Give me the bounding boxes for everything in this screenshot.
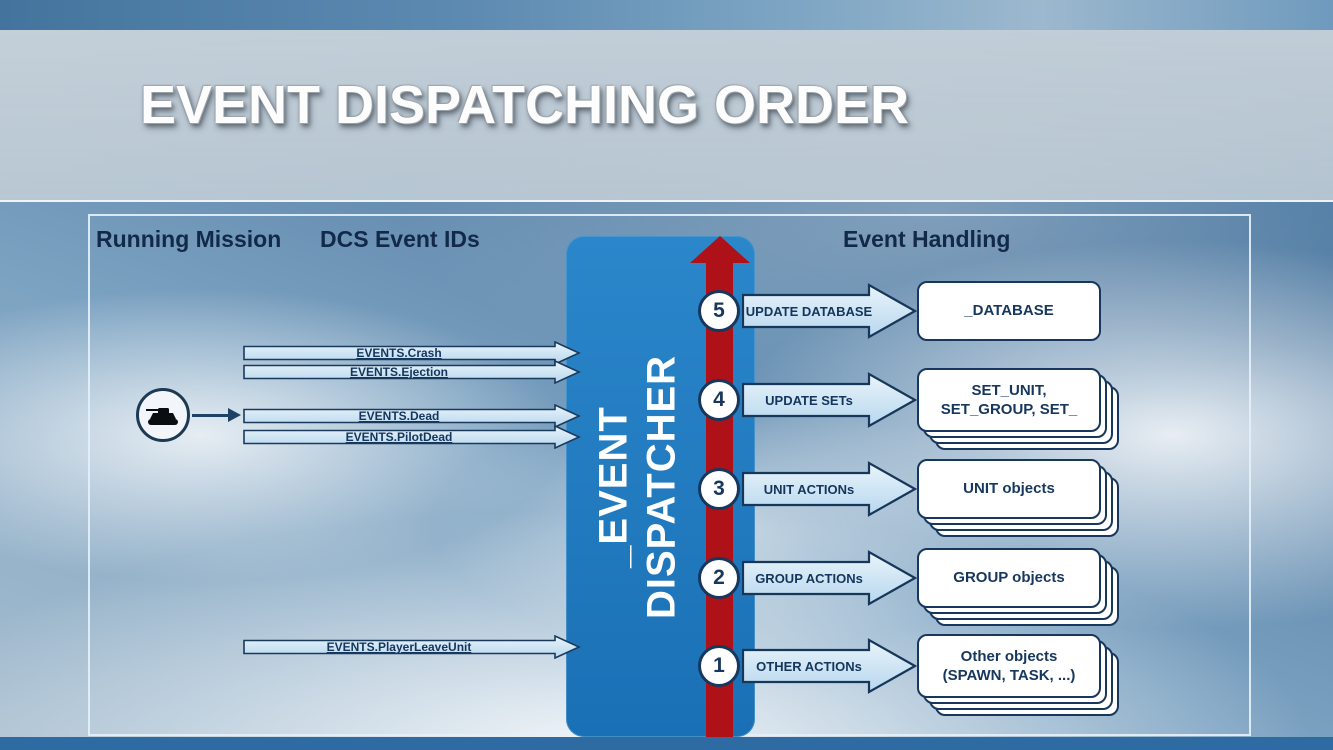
target-box-line2: (SPAWN, TASK, ...) xyxy=(942,667,1076,684)
action-arrow-shape xyxy=(742,283,918,339)
event-arrow-label: EVENTS.Crash xyxy=(356,346,442,360)
target-box-unit-objects: UNIT objects xyxy=(917,459,1101,519)
event-arrow-ejection: EVENTS.Ejection xyxy=(243,359,581,385)
event-arrow-shape xyxy=(243,634,581,660)
priority-badge-3: 3 xyxy=(698,468,740,510)
action-arrow-label: GROUP ACTIONs xyxy=(755,570,863,586)
target-box-line1: GROUP objects xyxy=(953,569,1065,587)
dispatcher-label: _EVENT DISPATCHER xyxy=(566,236,708,737)
event-arrow-crash: EVENTS.Crash xyxy=(243,340,581,366)
event-arrow-label: EVENTS.PilotDead xyxy=(345,430,453,444)
source-connector-arrowhead xyxy=(228,408,241,422)
priority-badge-2: 2 xyxy=(698,557,740,599)
event-arrow-label: EVENTS.Ejection xyxy=(349,365,449,379)
header-dcs-event-ids: DCS Event IDs xyxy=(320,226,480,252)
page-title: EVENT DISPATCHING ORDER xyxy=(140,75,910,135)
event-arrow-label: EVENTS.PlayerLeaveUnit xyxy=(326,640,472,654)
bottom-bar xyxy=(0,737,1333,750)
source-unit-circle xyxy=(136,388,190,442)
priority-badge-5: 5 xyxy=(698,290,740,332)
action-arrow-shape xyxy=(742,550,918,606)
priority-arrow-head xyxy=(690,236,750,263)
top-bar xyxy=(0,0,1333,30)
action-arrow-shape xyxy=(742,638,918,694)
priority-badge-1: 1 xyxy=(698,645,740,687)
event-arrow-playerleaveunit: EVENTS.PlayerLeaveUnit xyxy=(243,634,581,660)
source-connector-line xyxy=(192,414,230,417)
action-arrow-shape xyxy=(742,461,918,517)
target-box-line1: SET_UNIT, xyxy=(971,381,1047,399)
action-arrow-label: OTHER ACTIONs xyxy=(756,658,862,674)
action-arrow-shape xyxy=(742,372,918,428)
target-box-line2: SET_GROUP, SET_ xyxy=(940,401,1078,418)
event-arrow-pilotdead: EVENTS.PilotDead xyxy=(243,424,581,450)
action-arrow-label: UNIT ACTIONs xyxy=(763,481,855,497)
event-arrow-shape xyxy=(243,340,581,366)
tank-icon xyxy=(146,408,178,425)
header-running-mission: Running Mission xyxy=(96,226,282,252)
action-arrow-label: UPDATE DATABASE xyxy=(745,303,873,319)
event-arrow-dead: EVENTS.Dead xyxy=(243,403,581,429)
dispatcher-label-line2: DISPATCHER xyxy=(639,354,683,619)
target-box-line1: _DATABASE xyxy=(964,302,1054,320)
header-event-handling: Event Handling xyxy=(843,226,1011,252)
priority-badge-4: 4 xyxy=(698,379,740,421)
target-box-line1: UNIT objects xyxy=(963,480,1055,498)
event-arrow-shape xyxy=(243,359,581,385)
title-band xyxy=(0,30,1333,202)
target-box-other-objects: Other objects (SPAWN, TASK, ...) xyxy=(917,634,1101,698)
dispatcher-label-line1: _EVENT xyxy=(591,405,635,568)
event-arrow-shape xyxy=(243,424,581,450)
action-arrow-label: UPDATE SETs xyxy=(765,392,853,408)
target-box-group-objects: GROUP objects xyxy=(917,548,1101,608)
target-box-line1: Other objects xyxy=(960,647,1058,665)
event-arrow-shape xyxy=(243,403,581,429)
target-box-sets: SET_UNIT, SET_GROUP, SET_ xyxy=(917,368,1101,432)
target-box-database: _DATABASE xyxy=(917,281,1101,341)
event-arrow-label: EVENTS.Dead xyxy=(358,409,440,423)
